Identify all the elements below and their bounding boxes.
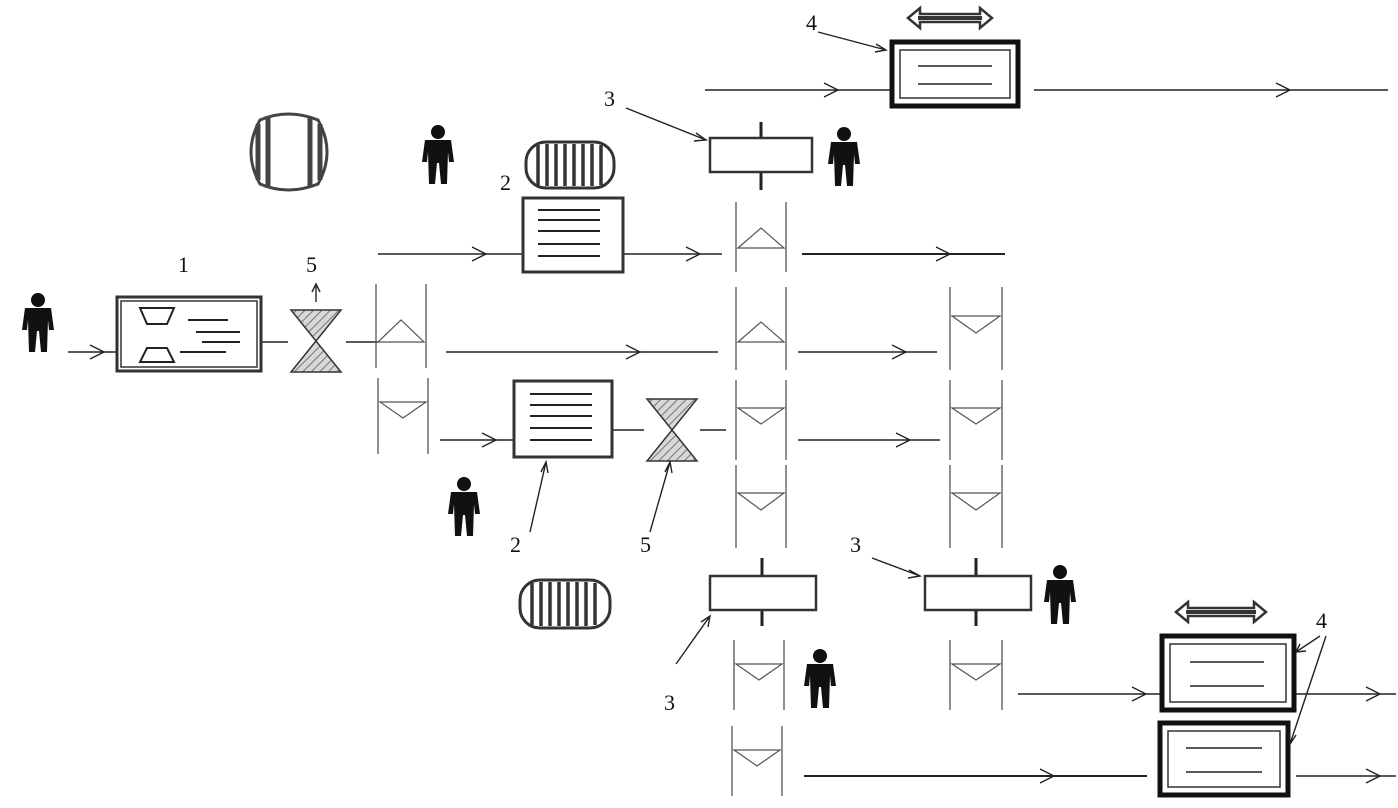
unit-1 xyxy=(117,297,261,371)
unit-4-top xyxy=(892,42,1018,106)
person-icon xyxy=(22,293,54,352)
label-unit-1: 1 xyxy=(178,252,189,277)
label-unit-3-lower-right: 3 xyxy=(850,532,861,557)
valve-icon xyxy=(291,310,341,372)
conveyor-icon xyxy=(736,287,786,370)
conveyor-icon xyxy=(736,380,786,460)
unit-4-bottom-lower xyxy=(1160,723,1288,795)
conveyor-icon xyxy=(734,640,784,710)
person-icon xyxy=(448,477,480,536)
conveyor-icon xyxy=(376,284,426,368)
label-unit-3-lower-left: 3 xyxy=(664,690,675,715)
person-icon xyxy=(1044,565,1076,624)
conveyor-icon xyxy=(950,380,1002,460)
conveyor-icon xyxy=(736,202,786,272)
crane-icon xyxy=(1176,602,1266,622)
valve-icon xyxy=(647,399,697,461)
drum-icon xyxy=(251,114,327,190)
conveyor-icon xyxy=(950,640,1002,710)
label-unit-3-top: 3 xyxy=(604,86,615,111)
conveyor-icon xyxy=(378,378,428,454)
unit-3-lower-right xyxy=(925,558,1031,626)
person-icon xyxy=(422,125,454,184)
label-unit-2-bottom: 2 xyxy=(510,532,521,557)
conveyor-icon xyxy=(950,287,1002,370)
label-valve-5-top: 5 xyxy=(306,252,317,277)
unit-2-top xyxy=(523,198,623,272)
label-valve-5-bottom: 5 xyxy=(640,532,651,557)
unit-3-top xyxy=(710,122,812,190)
conveyor-icon xyxy=(950,465,1002,548)
conveyor-icon xyxy=(732,726,782,796)
unit-2-bottom xyxy=(514,381,612,457)
unit-4-bottom-upper xyxy=(1162,636,1294,710)
label-unit-2-top: 2 xyxy=(500,170,511,195)
crane-icon xyxy=(908,8,992,28)
label-unit-4-bottom: 4 xyxy=(1316,608,1327,633)
unit-3-lower-left xyxy=(710,558,816,626)
person-icon xyxy=(828,127,860,186)
label-unit-4-top: 4 xyxy=(806,10,817,35)
drum-icon xyxy=(526,142,614,188)
drum-icon xyxy=(520,580,610,628)
conveyor-icon xyxy=(736,465,786,548)
person-icon xyxy=(804,649,836,708)
